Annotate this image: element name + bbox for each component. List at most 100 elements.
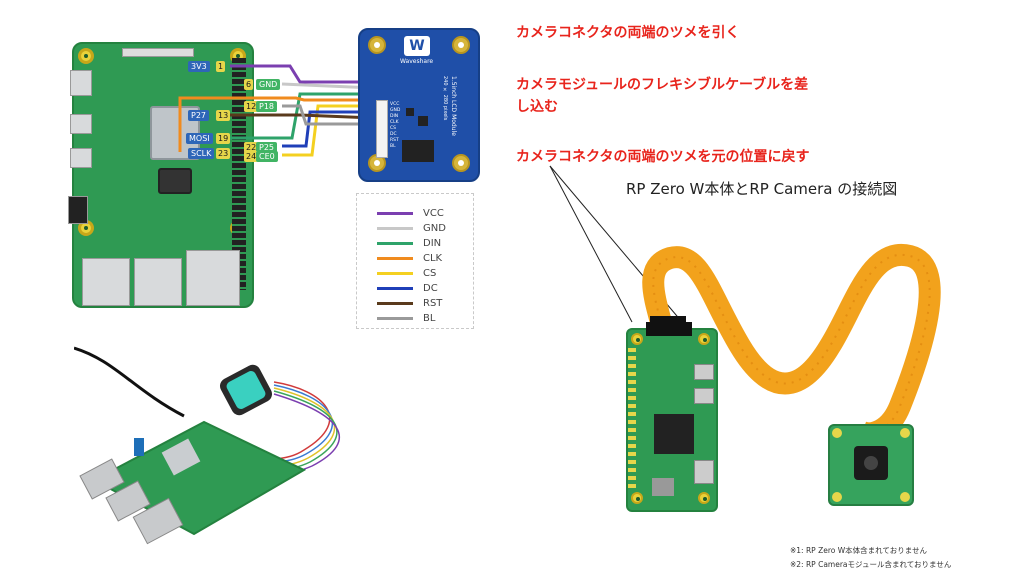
legend-label: CLK [423,252,443,264]
mini-hdmi-port [694,460,714,484]
wire-clk [178,96,374,152]
legend-label: RST [423,297,443,309]
pin-label-3v3: 3V3 [188,61,210,72]
micro-usb-port [694,364,714,380]
legend-item: RST [377,296,442,310]
usb-c-port [70,70,92,96]
legend-label: VCC [423,207,444,219]
mounting-hole [452,36,470,54]
pin-number-1: 1 [216,61,226,72]
mounting-hole [832,492,842,502]
lcd-pin: RST [390,138,399,143]
pin-label-mosi: MOSI [186,133,213,144]
gpio-pads [628,348,636,488]
ethernet-port [186,250,240,306]
pin-number-12: 12 [244,101,259,112]
legend-swatch [377,301,413,305]
pin-label-p25: P25 [256,142,278,153]
mounting-hole [832,428,842,438]
mounting-hole [900,492,910,502]
lcd-pin: BL [390,144,396,149]
pin-label-sclk: SCLK [188,148,215,159]
lcd-pin-names: VCC GND DIN CLK CS DC RST BL [390,102,400,150]
legend-label: GND [423,222,446,234]
footnote-2: ※2: RP Cameraモジュール含まれておりません [790,560,952,569]
legend-item: BL [377,311,435,325]
pin-number-19: 19 [216,133,231,144]
micro-usb-port [694,388,714,404]
legend-label: CS [423,267,437,279]
pi-with-lcd-photo [74,346,341,545]
mounting-hole [368,36,386,54]
mounting-hole [78,48,94,64]
mounting-hole [452,154,470,172]
pin-number-6: 6 [244,79,254,90]
micro-hdmi-port [70,114,92,134]
diagram-caption: RP Zero W本体とRP Camera の接続図 [626,180,898,198]
legend-swatch [377,286,413,290]
lcd-module: W Waveshare VCC GND DIN CLK CS DC RST BL… [358,28,480,182]
pin-number-22: 22 [244,142,259,153]
usb-port [82,258,130,306]
module-label: 1.5inch LCD Module [450,76,457,136]
legend-swatch [377,271,413,275]
lcd-pin: DC [390,132,397,137]
legend-item: VCC [377,206,444,220]
legend-label: DC [423,282,438,294]
soc-chip [654,414,694,454]
module-resolution: 240 × 280 pixels [442,76,448,121]
legend-swatch [377,256,413,260]
pin-label-ce0: CE0 [256,151,278,162]
pin-number-23: 23 [216,148,231,159]
camera-module [828,424,914,506]
mounting-hole [698,492,710,504]
legend-item: CLK [377,251,442,265]
camera-connector [646,322,692,336]
driver-ic [402,140,434,162]
legend-item: CS [377,266,436,280]
component [406,108,414,116]
waveshare-logo: W [404,36,430,56]
legend-swatch [377,316,413,320]
micro-hdmi-port [70,148,92,168]
lcd-pin: DIN [390,114,399,119]
lens-glass [864,456,878,470]
wire-legend: VCC GND DIN CLK CS DC RST BL [356,193,474,329]
instruction-step1: カメラコネクタの両端のツメを引く [516,25,740,41]
pin-label-gnd: GND [256,79,281,90]
mounting-hole [698,333,710,345]
lcd-pin: CS [390,126,396,131]
legend-swatch [377,211,413,215]
lcd-pin: CLK [390,120,399,125]
wire-cs [282,104,374,157]
raspberry-pi-zero-w-board [626,322,718,512]
wire-bl [282,104,374,126]
display-connector [122,48,194,57]
usb-port [134,258,182,306]
brand-name: Waveshare [400,58,434,65]
lcd-pin: VCC [390,102,400,107]
wiring-lines [178,64,375,157]
component [418,116,428,126]
lcd-connector [376,100,388,158]
wire-vcc [230,64,374,84]
wire-rst [230,113,375,120]
mounting-hole [631,492,643,504]
pin-number-13: 13 [216,110,231,121]
footnote-1: ※1: RP Zero W本体含まれておりません [790,546,927,555]
wire-dc [282,110,374,148]
mounting-hole [631,333,643,345]
instruction-step3: カメラコネクタの両端のツメを元の位置に戻す [516,149,810,165]
instruction-step2-line1: カメラモジュールのフレキシブルケーブルを差 [516,77,809,93]
legend-swatch [377,241,413,245]
pin-number-24: 24 [244,151,259,162]
pin-label-p18: P18 [256,101,278,112]
legend-item: DC [377,281,438,295]
ram-chip [158,168,192,194]
sd-slot [652,478,674,496]
mounting-hole [900,428,910,438]
lcd-pin: GND [390,108,401,113]
instruction-step2-line2: し込む [516,99,558,115]
legend-label: BL [423,312,436,324]
legend-swatch [377,226,413,230]
